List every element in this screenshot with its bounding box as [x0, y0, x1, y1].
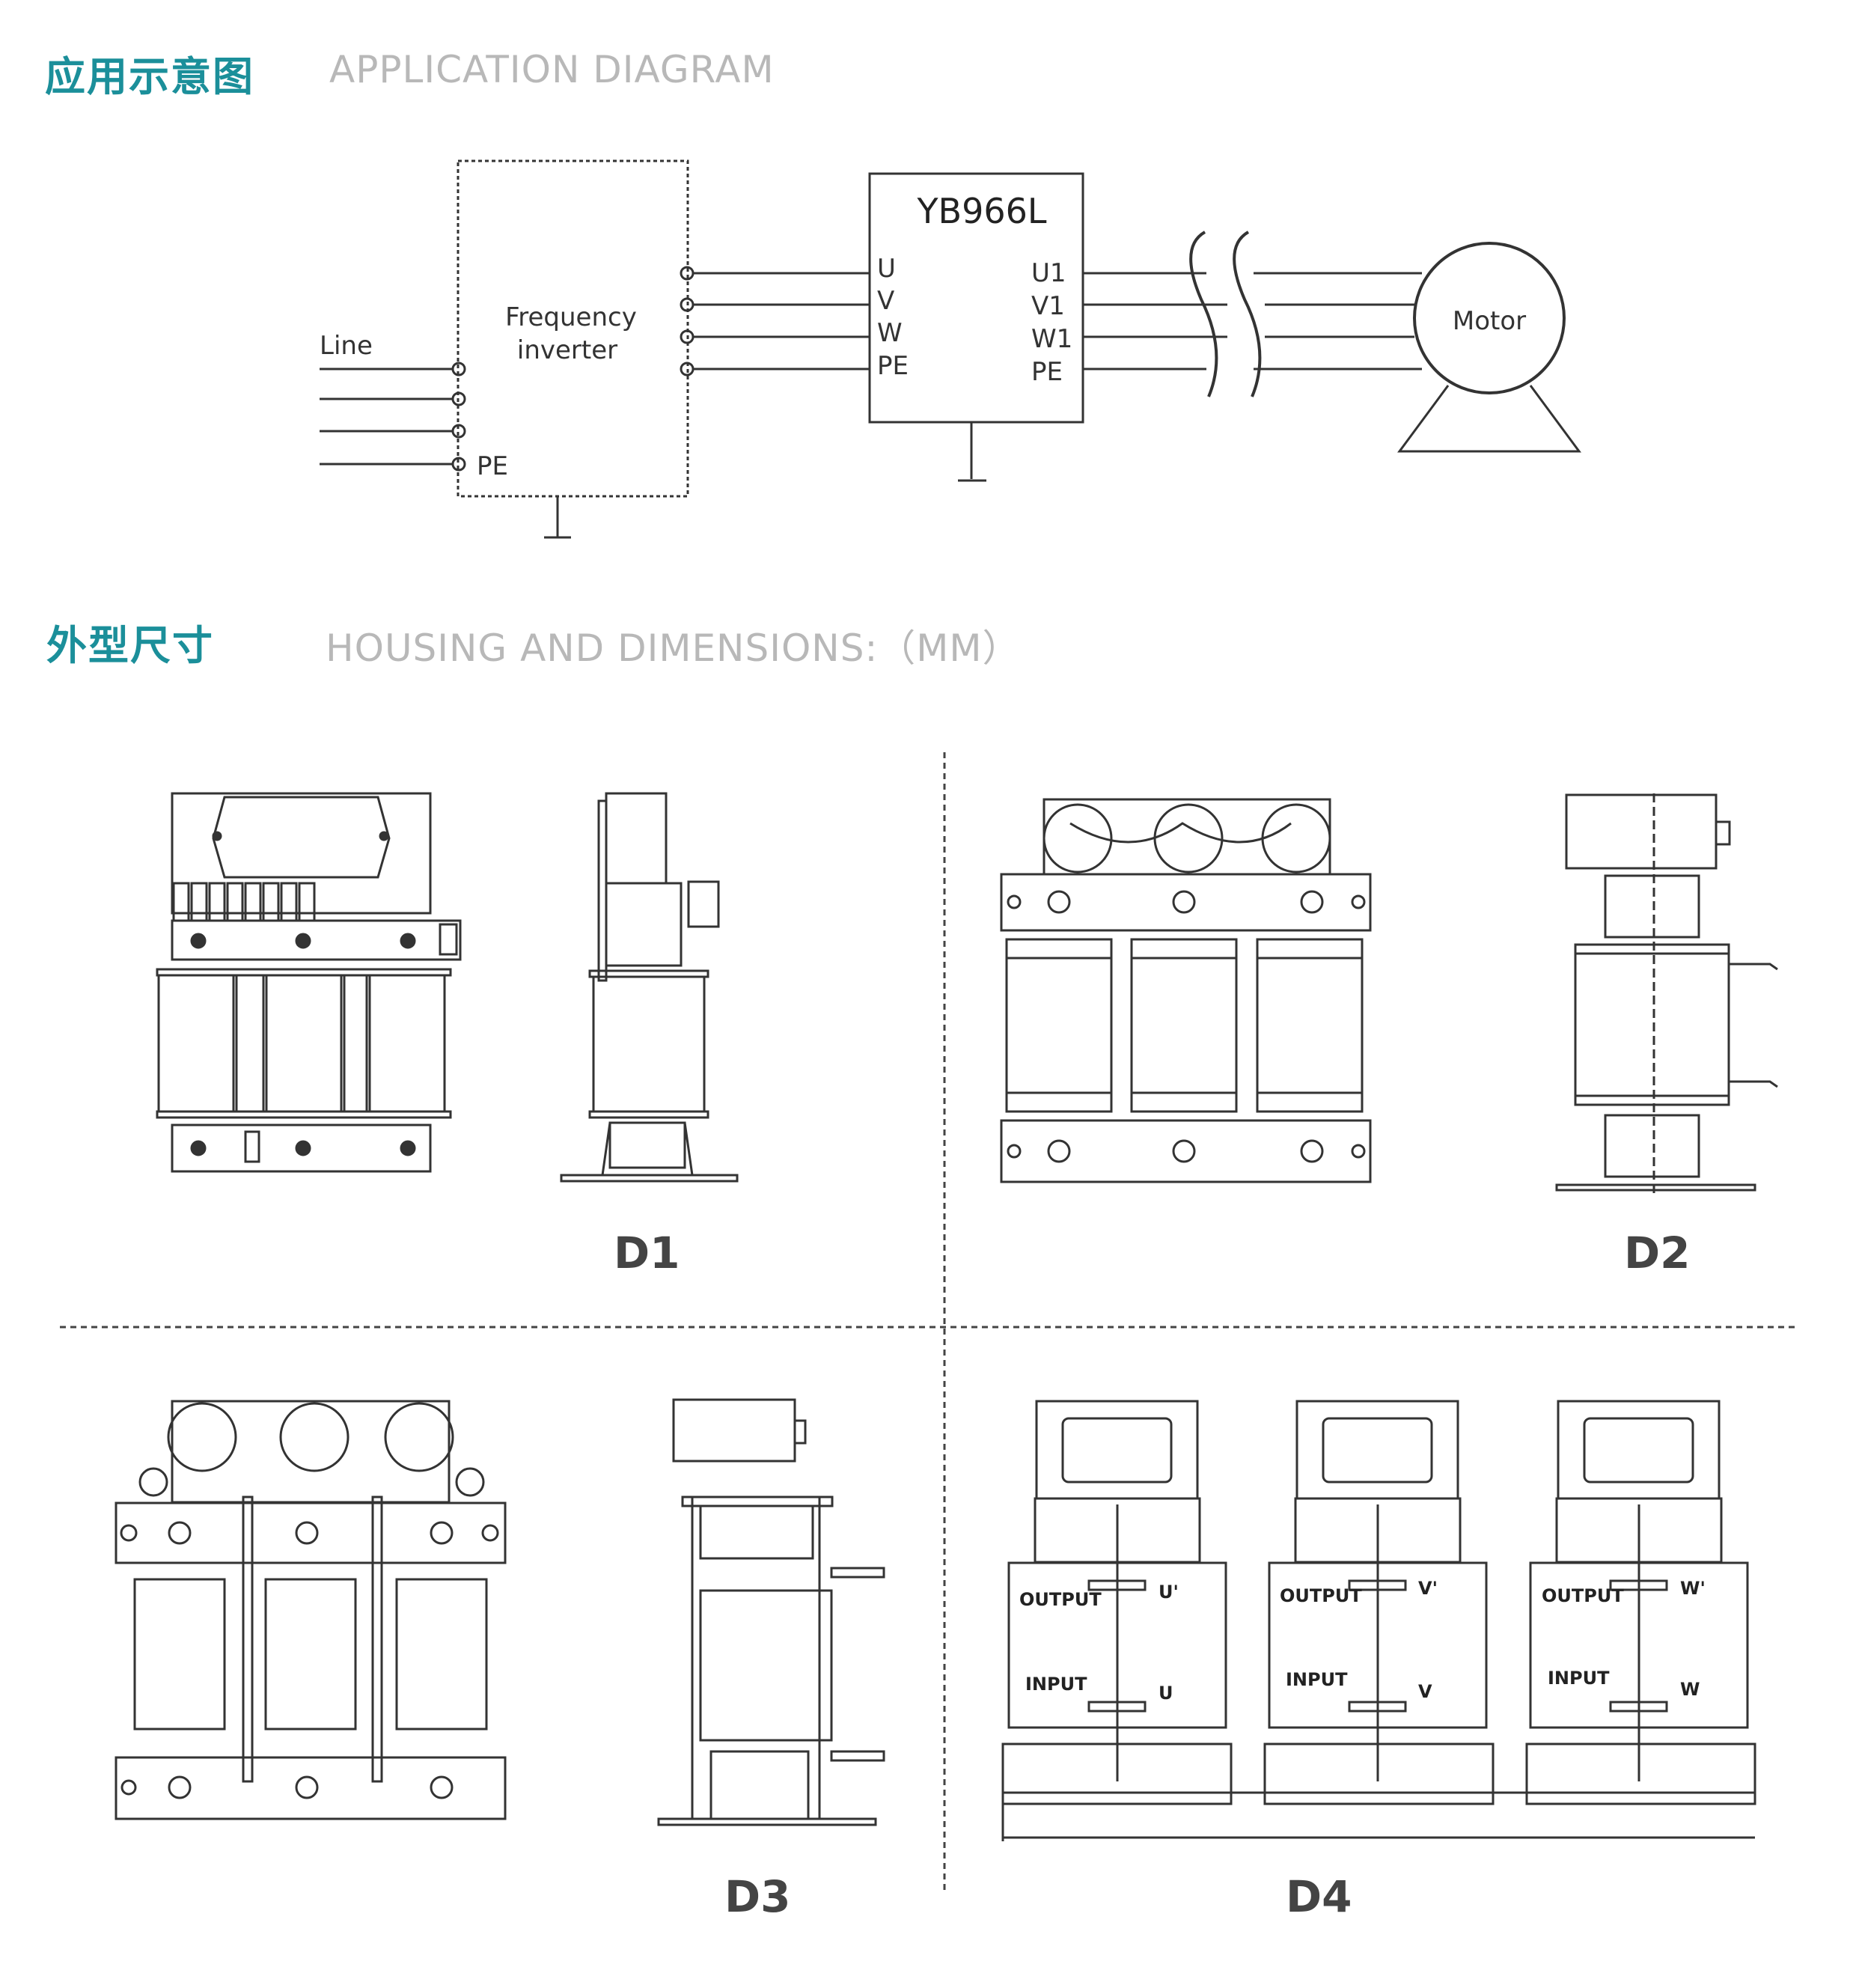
- d4-unit2-output: OUTPUT: [1280, 1585, 1362, 1606]
- motor-label: Motor: [1453, 306, 1526, 336]
- input-pe: PE: [877, 351, 909, 381]
- d4-unit2-out-term: V': [1418, 1578, 1438, 1599]
- device-label: YB966L: [916, 191, 1046, 231]
- pe-label: PE: [477, 451, 508, 481]
- output-w1: W1: [1031, 324, 1072, 354]
- input-u: U: [877, 254, 896, 284]
- reactor-box: [868, 172, 1084, 424]
- application-diagram: Line PE Frequency inverter YB966L U V W …: [320, 159, 1581, 539]
- cable-break-left: [1189, 231, 1218, 397]
- line-label: Line: [320, 331, 373, 361]
- d4-unit3-input: INPUT: [1548, 1668, 1610, 1689]
- label-d4: D4: [1286, 1871, 1352, 1922]
- input-w: W: [877, 318, 903, 348]
- output-pe: PE: [1031, 357, 1063, 387]
- d4-unit1-out-term: U': [1159, 1582, 1179, 1603]
- d4-unit3-in-term: W: [1680, 1679, 1700, 1700]
- application-title-en: APPLICATION DIAGRAM: [329, 48, 775, 91]
- output-u1: U1: [1031, 258, 1066, 288]
- inverter-label-1: Frequency: [505, 302, 637, 332]
- d4-unit2-in-term: V: [1418, 1681, 1432, 1702]
- inverter-label-2: inverter: [517, 335, 617, 365]
- d4-unit3-output: OUTPUT: [1542, 1585, 1624, 1606]
- d4-unit1-in-term: U: [1159, 1683, 1173, 1704]
- application-title-cn: 应用示意图: [45, 53, 254, 100]
- label-d2: D2: [1624, 1228, 1691, 1278]
- d4-unit2-input: INPUT: [1286, 1669, 1348, 1690]
- housing-title-en: HOUSING AND DIMENSIONS:（MM）: [326, 626, 1021, 670]
- inverter-box: [457, 159, 689, 498]
- label-d3: D3: [724, 1871, 791, 1922]
- cable-break-right: [1233, 231, 1262, 397]
- housing-title-cn: 外型尺寸: [46, 622, 214, 669]
- d4-unit1-input: INPUT: [1025, 1674, 1087, 1695]
- motor-base: [1397, 385, 1581, 453]
- motor-circle: [1413, 242, 1566, 394]
- input-v: V: [877, 286, 894, 316]
- d4-unit1-output: OUTPUT: [1019, 1589, 1102, 1610]
- output-v1: V1: [1031, 291, 1065, 321]
- d4-unit3-out-term: W': [1680, 1578, 1706, 1599]
- label-d1: D1: [614, 1228, 680, 1278]
